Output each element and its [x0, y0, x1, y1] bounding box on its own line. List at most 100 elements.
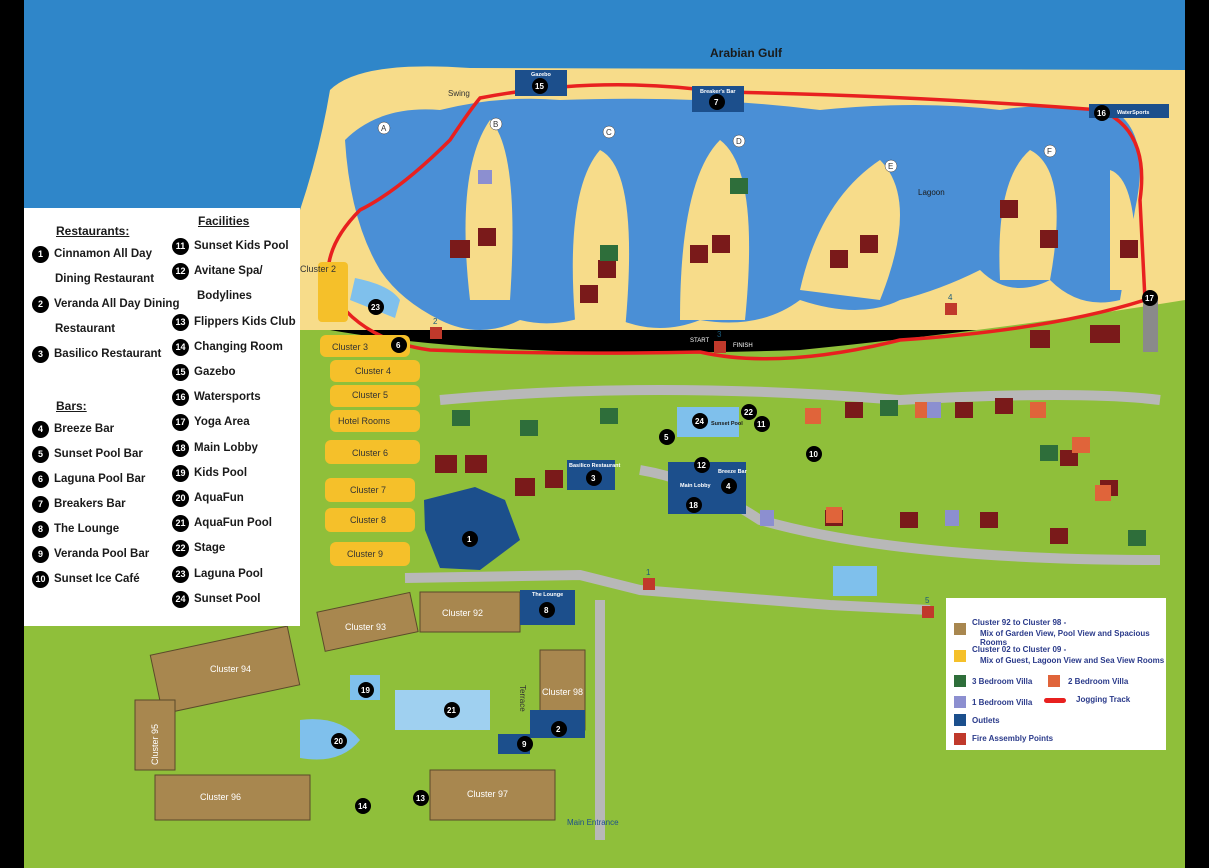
cluster-label: Cluster 9 [347, 549, 383, 559]
legend-number: 24 [172, 590, 189, 608]
legend-number: 21 [172, 515, 189, 533]
legend-label: Sunset Ice Café [54, 573, 140, 585]
legend-number: 6 [32, 471, 49, 488]
legend-label: Veranda Pool Bar [54, 548, 150, 560]
legend-key-label: Mix of Guest, Lagoon View and Sea View R… [980, 656, 1165, 665]
cluster-label: Cluster 6 [352, 448, 388, 458]
legend-right: Cluster 92 to Cluster 98 - Mix of Garden… [946, 598, 1166, 750]
terrace-label: Terrace [518, 685, 527, 712]
yoga-area-strip [1143, 300, 1158, 352]
bars-heading: Bars: [56, 399, 87, 413]
legend-number: 17 [172, 414, 189, 432]
marker-number: 21 [447, 706, 456, 715]
legend-label: Gazebo [194, 366, 236, 378]
legend-label: Dining Restaurant [55, 273, 155, 285]
assembly-point-number: 4 [948, 293, 953, 302]
jogging-track [326, 83, 1147, 361]
legend-key-label: Cluster 92 to Cluster 98 - [972, 618, 1067, 627]
legend-number: 15 [172, 364, 189, 381]
legend-label: Main Lobby [194, 441, 258, 454]
cluster-label: Cluster 92 [442, 608, 483, 618]
cluster-label: Cluster 95 [150, 724, 160, 765]
legend-label: Laguna Pool Bar [54, 473, 146, 485]
marker-number: 17 [1145, 294, 1154, 303]
outlet-labels: Gazebo Breaker's Bar WaterSports Basilic… [531, 72, 1150, 598]
outlet-label: WaterSports [1117, 110, 1150, 116]
outlet-label: The Lounge [532, 592, 563, 598]
legend-label: Stage [194, 542, 226, 555]
area-letters: A B C D E F [377, 117, 1057, 173]
pools [300, 278, 877, 760]
marker-number: 11 [757, 420, 766, 429]
legend-label: Avitane Spa/ [194, 265, 263, 278]
legend-label: Watersports [194, 391, 261, 404]
legend-facility: 24 Sunset Pool [172, 587, 260, 613]
cluster-label: Cluster 98 [542, 687, 583, 697]
cluster-label: Cluster 5 [352, 390, 388, 400]
marker-number: 18 [689, 501, 698, 510]
legend-label: AquaFun [194, 492, 244, 504]
legend-label: Yoga Area [194, 416, 250, 429]
legend-number: 8 [32, 521, 49, 538]
frame-right [1185, 0, 1209, 868]
legend-facility: 17 Yoga Area [172, 410, 250, 436]
legend-swatch [954, 650, 966, 662]
facilities-heading: Facilities [198, 214, 250, 228]
marker-number: 10 [809, 450, 818, 459]
villas-3br [452, 178, 1146, 546]
outlet-label: Breaker's Bar [700, 89, 736, 95]
area-letter: E [888, 162, 893, 171]
marker-number: 6 [396, 341, 401, 350]
legend-label: Sunset Pool [194, 592, 261, 605]
start-label: START [690, 338, 709, 344]
assembly-point-number: 1 [646, 568, 651, 577]
restaurants-heading: Restaurants: [56, 224, 130, 238]
legend-swatch [954, 714, 966, 726]
legend-label: The Lounge [54, 523, 120, 535]
marker-number: 9 [522, 740, 527, 749]
cluster-labels: Cluster 2 Cluster 3 Cluster 4 Cluster 5 … [150, 264, 583, 802]
legend-label: Veranda All Day Dining [54, 298, 180, 310]
area-letter: D [736, 137, 742, 146]
legend-label: Sunset Kids Pool [194, 240, 289, 252]
marker-number: 19 [361, 686, 370, 695]
legend-label: Changing Room [194, 340, 283, 353]
lagoon-label-1: Lagoon [918, 188, 945, 197]
area-letter: F [1047, 147, 1052, 156]
legend-number: 13 [172, 313, 189, 331]
legend-swatch [954, 696, 966, 708]
legend-number: 3 [32, 346, 49, 363]
legend-number: 2 [32, 296, 49, 313]
outlet-label: Breeze Bar [718, 469, 748, 475]
cluster-label: Cluster 2 [300, 264, 336, 274]
sea-label: Arabian Gulf [710, 46, 783, 60]
legend-label: Flippers Kids Club [194, 315, 296, 328]
area-letter: C [606, 128, 612, 137]
cluster-label: Cluster 4 [355, 366, 391, 376]
lagoon-peninsulas [465, 120, 1136, 330]
assembly-point-number: 3 [717, 330, 722, 339]
legend-number: 10 [32, 571, 49, 588]
cluster-label: Cluster 93 [345, 622, 386, 632]
legend-swatch [954, 733, 966, 745]
legend-facility: 15 Gazebo [172, 360, 236, 386]
legend-label: Restaurant [55, 323, 116, 335]
legend-label: Bodylines [197, 290, 252, 303]
frame-left [0, 0, 24, 868]
marker-number: 23 [371, 303, 380, 312]
cluster-label: Cluster 96 [200, 792, 241, 802]
numbered-markers: 15 7 16 17 23 6 24 22 11 5 10 12 4 18 3 … [331, 78, 1158, 814]
hotel-rooms-label: Hotel Rooms [338, 416, 391, 426]
cluster-label: Cluster 8 [350, 515, 386, 525]
marker-number: 3 [591, 474, 596, 483]
legend-number: 7 [32, 496, 49, 513]
legend-bar: 10 Sunset Ice Café [32, 567, 140, 593]
outlet-label: Gazebo [531, 72, 552, 78]
legend-bar: 8 The Lounge [32, 517, 119, 543]
